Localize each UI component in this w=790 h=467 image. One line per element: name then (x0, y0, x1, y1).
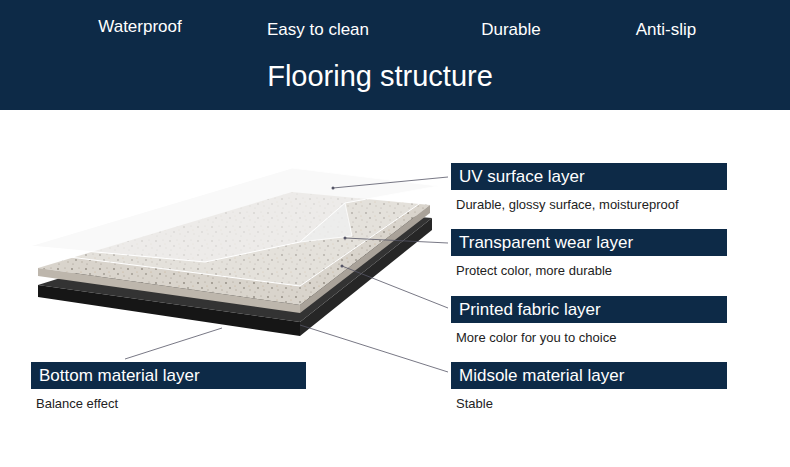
layer-label-box: Midsole material layerStable (451, 362, 727, 389)
layer-name: Midsole material layer (451, 362, 624, 389)
feature-label: Durable (481, 20, 541, 40)
header-band: Waterproof Easy to clean Durable Anti-slipF… (0, 0, 790, 110)
layer-description: Balance effect (36, 396, 118, 411)
layer-description: Stable (456, 396, 493, 411)
layer-name: Bottom material layer (31, 362, 200, 389)
layer-name: Transparent wear layer (451, 229, 633, 256)
layer-description: Protect color, more durable (456, 263, 612, 278)
layer-name: UV surface layer (451, 163, 585, 190)
layer-description: More color for you to choice (456, 330, 616, 345)
feature-label: Anti-slip (636, 20, 696, 40)
layer-label-box: Printed fabric layerMore color for you t… (451, 296, 727, 323)
feature-label: Waterproof (98, 17, 181, 37)
layer-label-box: UV surface layerDurable, glossy surface,… (451, 163, 727, 190)
layer-name: Printed fabric layer (451, 296, 601, 323)
layer-label-box: Transparent wear layerProtect color, mor… (451, 229, 727, 256)
layer-label-box: Bottom material layerBalance effect (31, 362, 306, 389)
diagram-title: Flooring structure (267, 60, 493, 93)
layer-description: Durable, glossy surface, moistureproof (456, 197, 679, 212)
feature-label: Easy to clean (267, 20, 369, 40)
